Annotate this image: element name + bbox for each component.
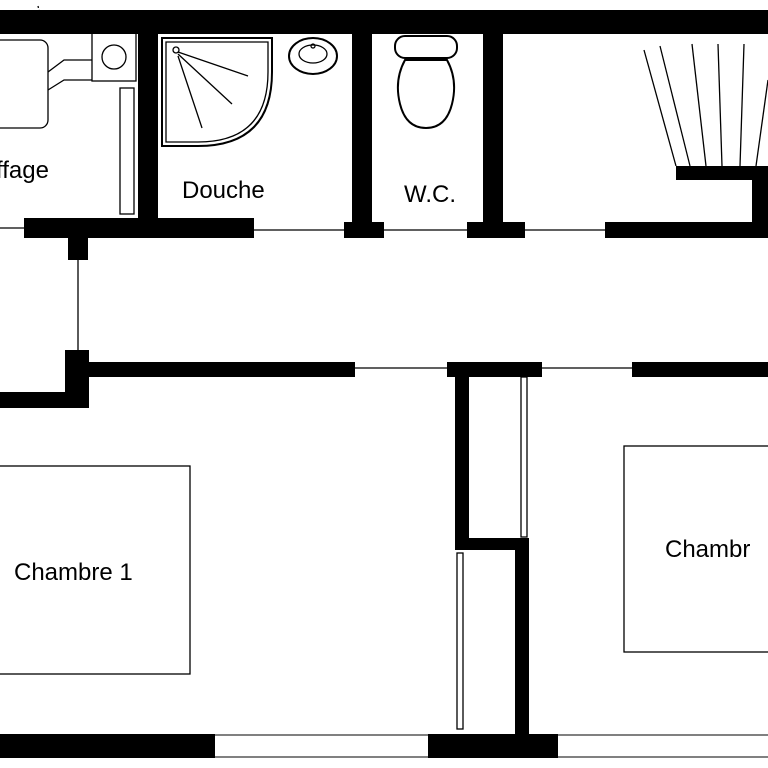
stair-line-4 [717,43,723,167]
left-stub-wall [0,392,89,408]
door-openings-top [0,227,605,350]
closet-wall-horizontal [455,538,527,550]
shower-spray-2 [177,53,233,105]
stair-line-5 [739,43,745,167]
stair-line-6 [755,79,768,167]
room-label-douche: Douche [182,177,265,204]
room-label-chambre1: Chambre 1 [14,559,133,586]
stair-landing-wall-h [676,166,768,180]
corridor-wall-top-2 [344,222,384,238]
shower-drain [172,46,180,54]
wall-douche-wc [352,10,372,238]
corridor-wall-top-4 [605,222,768,238]
sliding-door-upper [520,376,528,538]
closet-wall-vertical-upper [455,362,469,550]
exterior-walls [0,10,768,758]
radiator [119,87,135,215]
sliding-door-lower [456,552,464,730]
bed-chambre2 [623,445,768,653]
shower-spray-3 [177,55,203,129]
boiler-pipe [47,59,92,91]
room-label-chambre2: Chambr [665,536,750,563]
boiler-fixture [0,5,137,215]
toilet-fixture [394,35,458,130]
lower-partitions [0,350,768,734]
room-labels: ffage Douche W.C. Chambre 1 Chambr [0,157,750,586]
room-label-wc: W.C. [404,181,456,208]
closet-sliding-doors [456,376,528,730]
water-heater-dial [101,44,127,70]
bottom-wall-middle [428,734,558,758]
beds [0,445,768,675]
stair-line-2 [659,45,691,167]
upper-partitions [24,10,768,260]
staircase [643,43,768,226]
shower-spray-1 [177,51,249,77]
bottom-windows [215,734,768,758]
corridor-wall-top-3 [467,222,525,238]
stub-wall [68,236,88,260]
stair-line-1 [643,49,677,167]
wall-chauffage-douche [138,10,158,238]
corridor-wall-top-1 [24,218,254,238]
shower-tray-inner [165,41,269,143]
sink-drain [310,43,316,49]
sink-inner [298,44,328,64]
closet-wall-vertical-lower [515,538,529,734]
top-wall [0,10,768,34]
bottom-wall-left [0,734,215,758]
room-label-chauffage: ffage [0,157,49,184]
stair-line-3 [691,43,707,167]
boiler-tank [0,39,49,129]
water-heater [91,32,137,82]
sink-fixture [288,37,338,75]
shower-tray [161,37,273,147]
bed-chambre1 [0,465,191,675]
toilet-tank [394,35,458,59]
sink-basin [288,37,338,75]
corridor-bottom-wall-left [65,362,355,377]
corridor-bottom-wall-mid [447,362,542,377]
toilet-bowl [396,59,456,130]
corridor-bottom-wall-right [632,362,768,377]
stair-landing-wall-v [752,166,768,226]
wall-wc-stairs [483,10,503,238]
door-swing [37,5,45,31]
shower-fixture [161,37,273,147]
